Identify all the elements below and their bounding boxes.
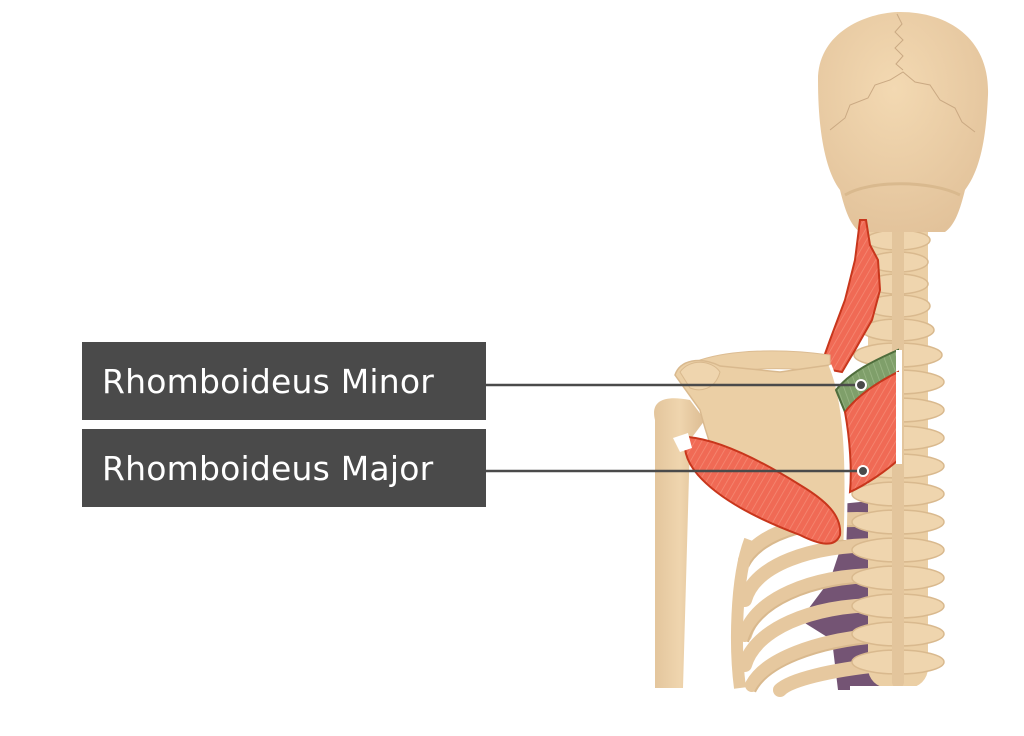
label-text: Rhomboideus Minor [102,361,435,401]
teres-major-muscle [673,433,842,545]
levator-scapulae [818,219,882,374]
pointer-dot-major [857,465,869,477]
ribcage-side [731,537,756,689]
pointer-dot-minor [855,379,867,391]
label-rhomboideus-major: Rhomboideus Major [82,429,486,507]
skull [818,12,989,232]
label-text: Rhomboideus Major [102,448,434,488]
leader-lines [486,379,869,477]
label-rhomboideus-minor: Rhomboideus Minor [82,342,486,420]
rhomboid-major-muscle [843,370,902,494]
